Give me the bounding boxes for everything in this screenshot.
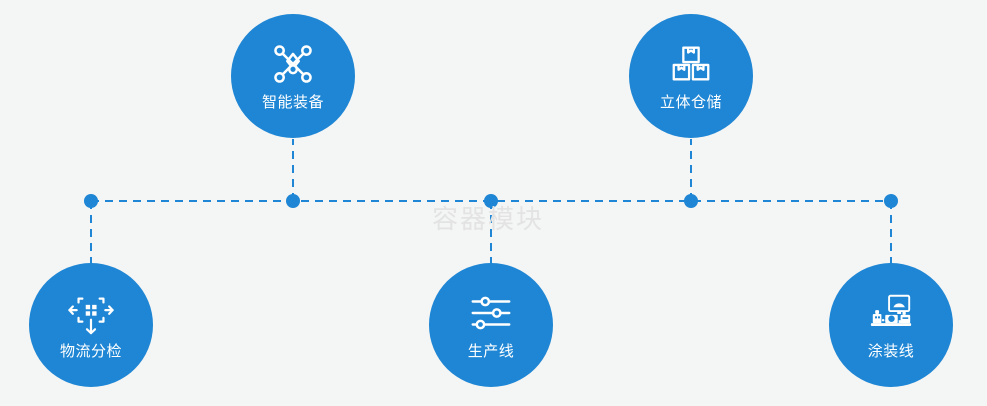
node-smart-equipment[interactable]: 智能装备	[231, 14, 355, 138]
node-label: 物流分检	[59, 342, 122, 360]
node-painting[interactable]: 涂装线	[829, 263, 953, 387]
stacked-boxes-icon	[668, 41, 714, 87]
junction-dot	[84, 194, 98, 208]
node-label: 立体仓储	[659, 93, 722, 111]
network-nodes-icon	[270, 41, 316, 87]
sliders-icon	[468, 290, 514, 336]
factory-machine-icon	[868, 290, 914, 336]
node-label: 智能装备	[261, 93, 324, 111]
node-label: 涂装线	[867, 342, 915, 360]
junction-dot	[684, 194, 698, 208]
sorting-arrows-icon	[68, 290, 114, 336]
node-warehouse[interactable]: 立体仓储	[629, 14, 753, 138]
watermark-text: 容器模块	[432, 205, 545, 235]
node-production[interactable]: 生产线	[429, 263, 553, 387]
junction-dot	[884, 194, 898, 208]
node-sorting[interactable]: 物流分检	[29, 263, 153, 387]
junction-dot	[286, 194, 300, 208]
node-label: 生产线	[467, 342, 515, 360]
